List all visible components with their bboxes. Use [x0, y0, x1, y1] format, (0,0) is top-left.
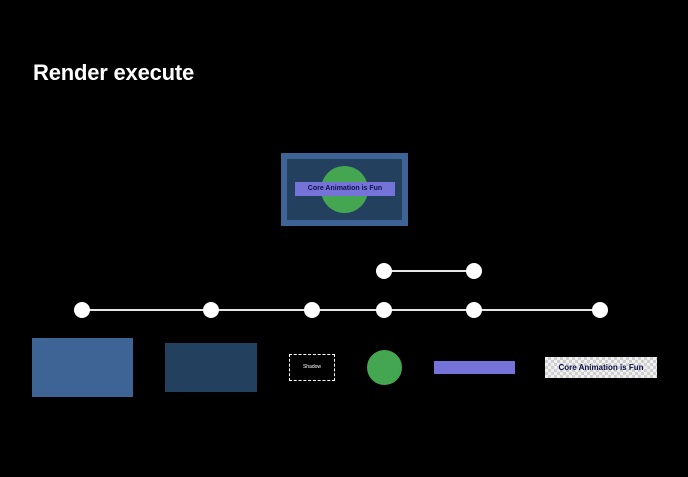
composite-banner-text: Core Animation is Fun: [295, 182, 395, 196]
timeline-node-icon: [304, 302, 320, 318]
timeline-branch-node-icon: [376, 263, 392, 279]
timeline-main-line: [82, 309, 601, 311]
timeline-node-icon: [376, 302, 392, 318]
stage-circle-layer: [367, 350, 402, 385]
timeline-node-icon: [74, 302, 90, 318]
stage-background-layer: [32, 338, 133, 397]
stage-text-layer: Core Animation is Fun: [545, 357, 657, 378]
timeline-branch-node-icon: [466, 263, 482, 279]
stage-inner-layer: [165, 343, 257, 392]
stage-shadow-layer: Shadow: [289, 354, 335, 381]
timeline-branch-line: [384, 270, 474, 272]
stage-banner-layer: [434, 361, 515, 374]
timeline-node-icon: [203, 302, 219, 318]
timeline-node-icon: [466, 302, 482, 318]
timeline-node-icon: [592, 302, 608, 318]
slide-title: Render execute: [33, 60, 195, 85]
